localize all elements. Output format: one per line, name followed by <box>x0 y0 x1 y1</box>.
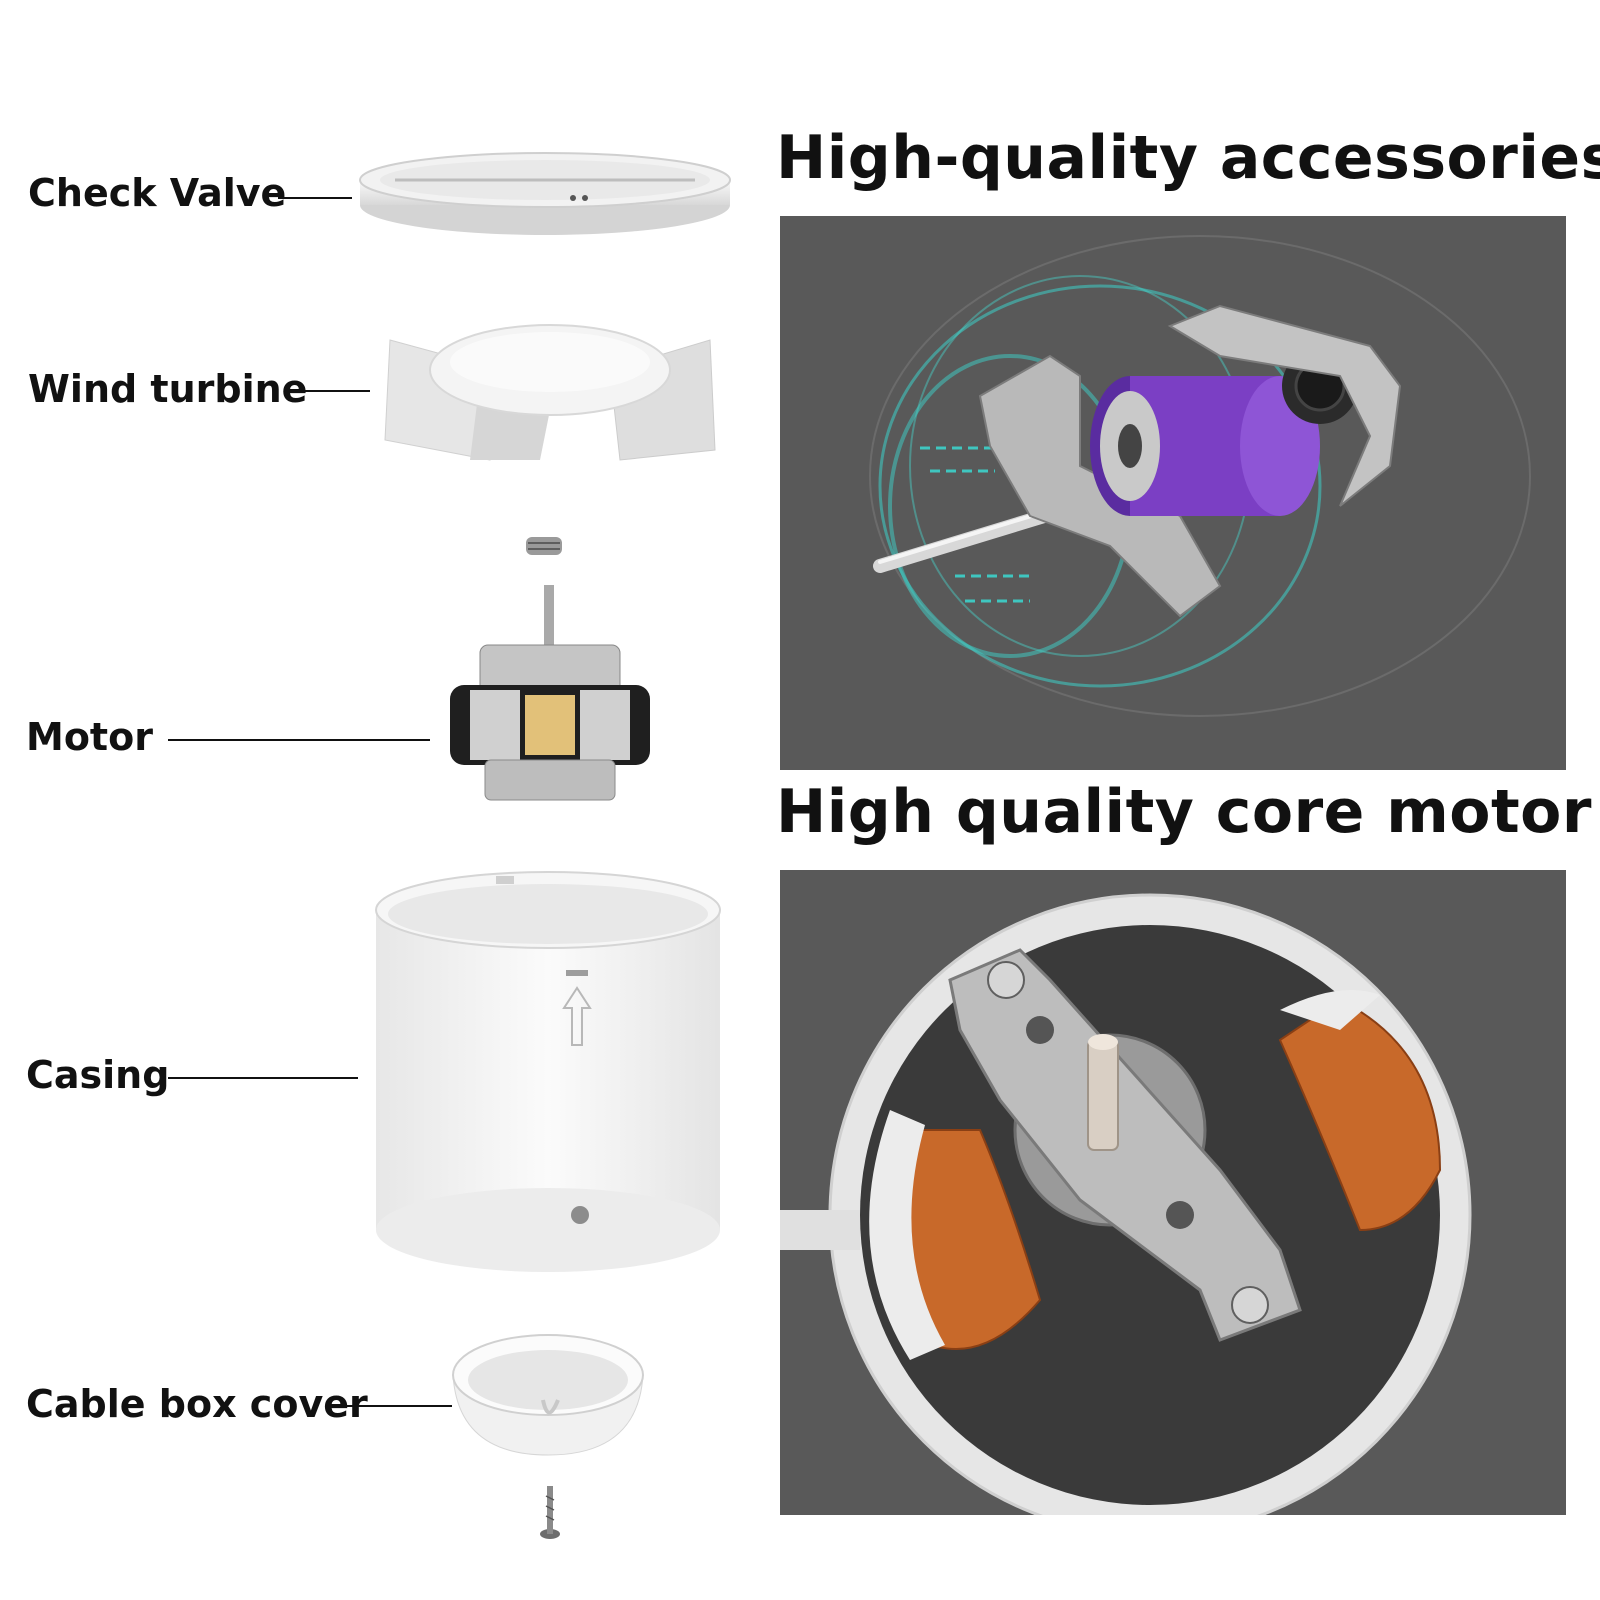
bracket-motor-image <box>869 235 1531 717</box>
label-check-valve: Check Valve <box>28 171 287 215</box>
heading-core-motor: High quality core motor <box>776 777 1592 847</box>
heading-accessories: High-quality accessories <box>776 123 1600 193</box>
wind-turbine-image <box>384 324 716 461</box>
nut-image <box>526 537 562 555</box>
label-casing: Casing <box>26 1053 170 1097</box>
check-valve-image <box>359 152 731 235</box>
exploded-view: Check Valve Wind turbine Motor Casing Ca… <box>0 0 760 1600</box>
leader-cable-box-cover <box>342 1405 452 1407</box>
label-motor: Motor <box>26 715 153 759</box>
motor-image <box>450 585 650 801</box>
core-motor-image <box>780 893 1472 1515</box>
screw-image <box>540 1486 560 1539</box>
leader-motor <box>168 739 430 741</box>
leader-wind-turbine <box>294 390 370 392</box>
accessories-panel <box>780 216 1566 770</box>
cable-box-cover-image <box>452 1334 644 1456</box>
label-wind-turbine: Wind turbine <box>28 367 308 411</box>
label-cable-box-cover: Cable box cover <box>26 1382 368 1426</box>
leader-casing <box>168 1077 358 1079</box>
leader-check-valve <box>278 197 352 199</box>
casing-image <box>375 871 721 1272</box>
core-motor-panel <box>780 870 1566 1515</box>
